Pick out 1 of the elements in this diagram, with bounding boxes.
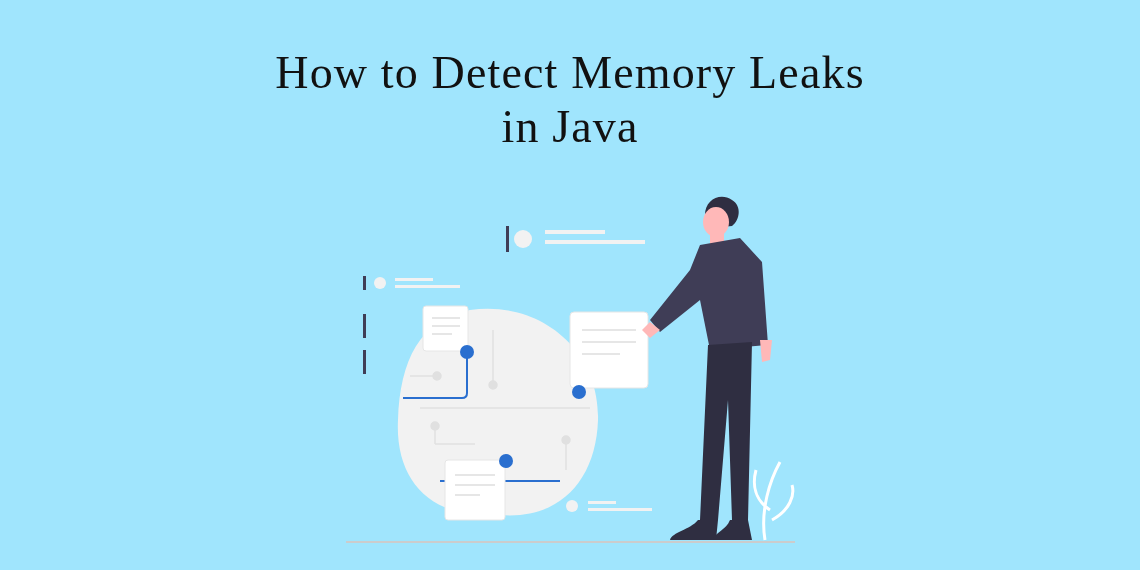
title: How to Detect Memory Leaks in Java [274,46,866,154]
